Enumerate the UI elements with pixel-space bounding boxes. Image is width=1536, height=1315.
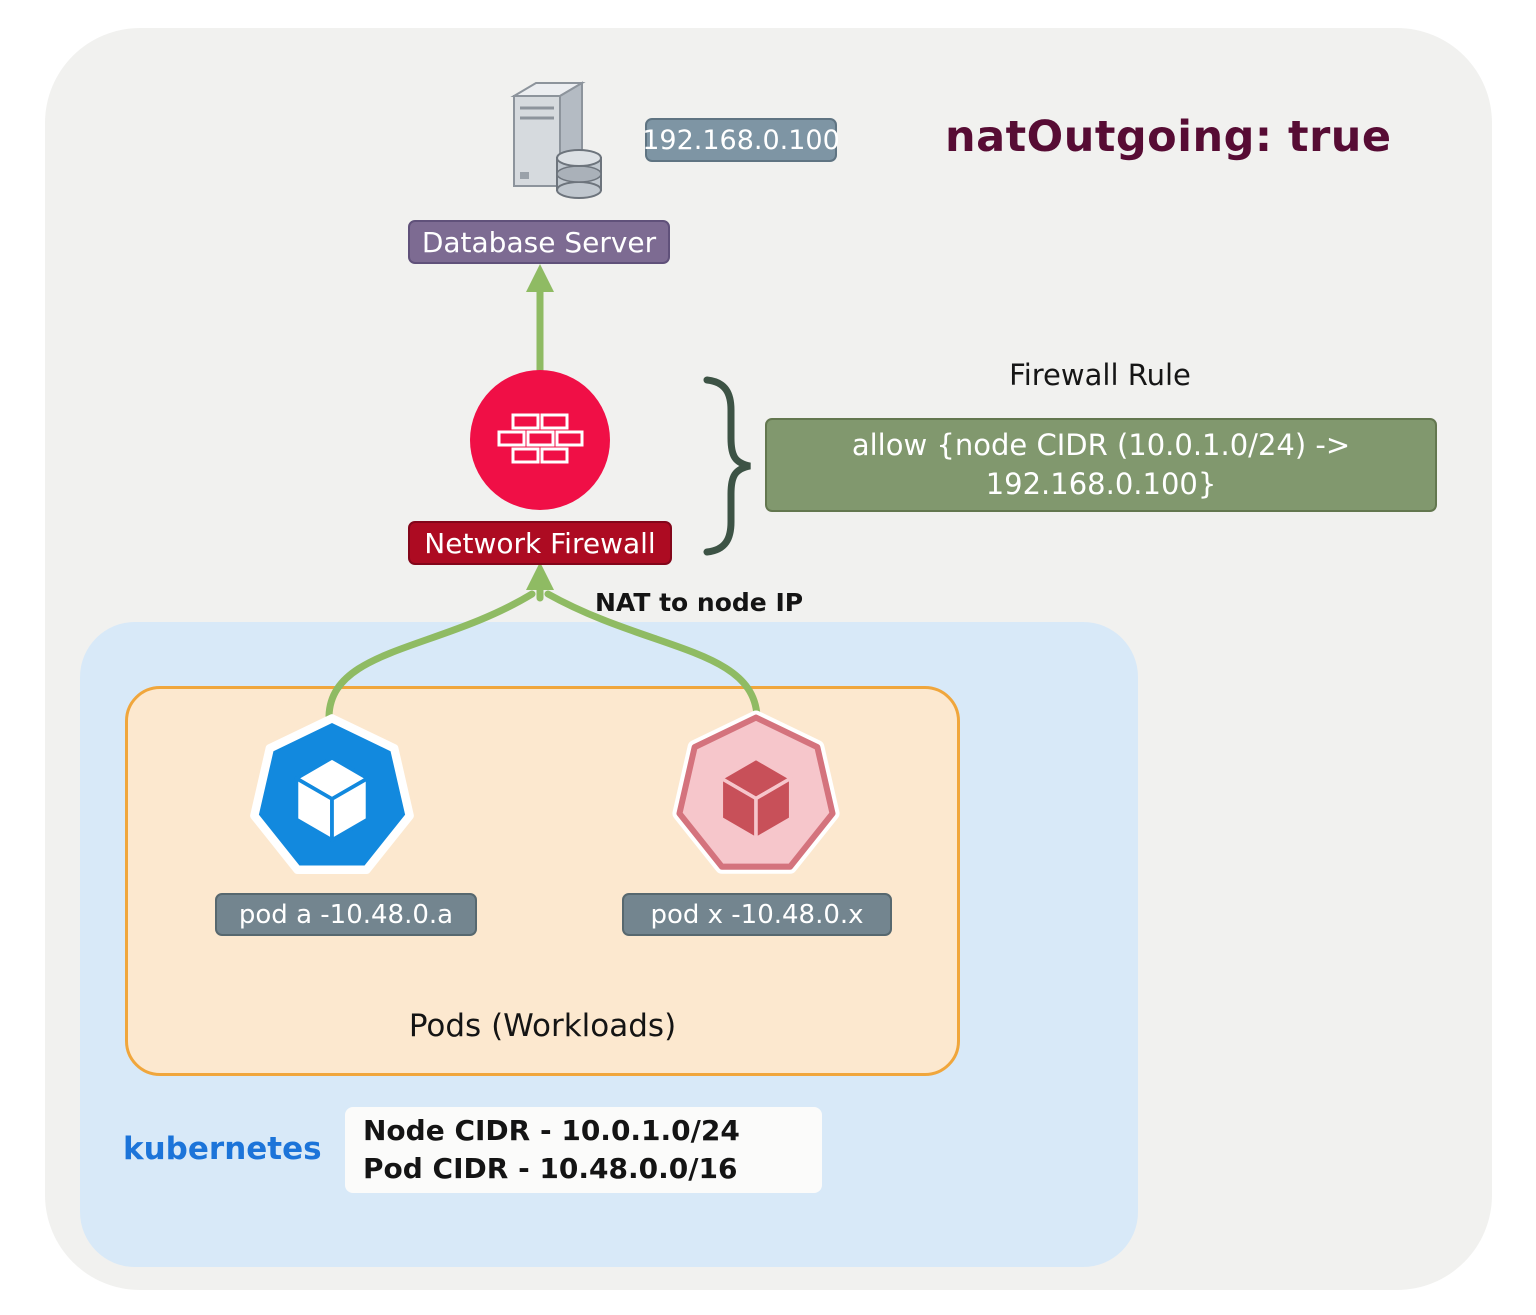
kubernetes-label: kubernetes (123, 1131, 322, 1167)
nat-outgoing-label: natOutgoing: true (945, 112, 1392, 162)
pod-a-icon (243, 709, 421, 887)
firewall-bricks-icon (497, 413, 584, 464)
network-firewall-label: Network Firewall (408, 521, 672, 565)
pods-workloads-label: Pods (Workloads) (408, 1008, 677, 1044)
database-server-icon (478, 76, 618, 210)
node-cidr-text: Node CIDR - 10.0.1.0/24 (363, 1114, 740, 1148)
database-server-label: Database Server (408, 220, 670, 264)
pod-x-icon (668, 708, 844, 884)
pod-x-label: pod x -10.48.0.x (622, 893, 892, 936)
network-firewall-icon (470, 370, 610, 510)
pod-a-label: pod a -10.48.0.a (215, 893, 477, 936)
database-ip-badge: 192.168.0.100 (642, 118, 840, 162)
cidr-info-badge: Node CIDR - 10.0.1.0/24 Pod CIDR - 10.48… (345, 1107, 822, 1193)
pod-cidr-text: Pod CIDR - 10.48.0.0/16 (363, 1152, 738, 1185)
nat-to-node-ip-label: NAT to node IP (595, 588, 804, 617)
firewall-rule-badge: allow {node CIDR (10.0.1.0/24) -> 192.16… (765, 418, 1437, 513)
firewall-rule-title: Firewall Rule (1009, 358, 1191, 392)
